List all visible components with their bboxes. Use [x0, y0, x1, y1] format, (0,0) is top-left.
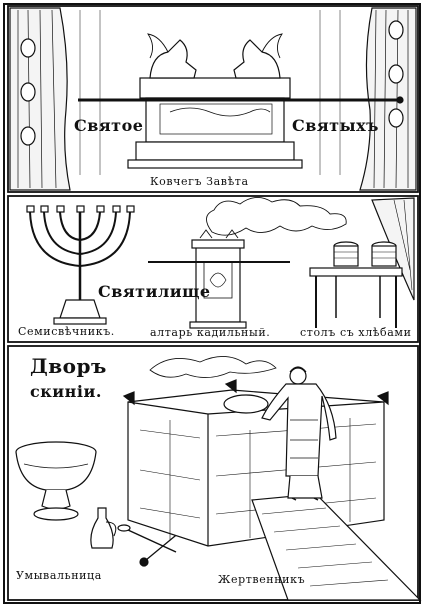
incense-altar-icon [148, 197, 347, 329]
smoke-icon [149, 356, 277, 378]
middle-caption-center: алтарь кадильный. [150, 326, 271, 339]
middle-caption-right: столъ съ хлѣбами [300, 326, 412, 339]
top-word-right: Святыхъ [292, 116, 379, 135]
laver-basin-icon [15, 441, 97, 521]
left-curtain-icon [9, 7, 71, 191]
ark-of-covenant-icon [78, 33, 404, 169]
panel-middle-art [7, 195, 419, 343]
menorah-icon [26, 205, 135, 325]
middle-title: Святилище [98, 282, 211, 301]
outer-frame [3, 3, 421, 604]
bottom-caption-left: Умывальница [16, 569, 102, 582]
top-caption: Ковчегъ Завѣта [150, 175, 249, 188]
showbread-table-icon [309, 241, 403, 328]
middle-caption-left: Семисвѣчникъ. [18, 325, 115, 338]
panel-top-art [7, 5, 419, 193]
burnt-offering-altar-icon [122, 366, 422, 601]
jug-icon [90, 507, 117, 549]
bottom-caption-right: Жертвенникъ [218, 573, 306, 586]
right-curtain-icon [359, 7, 417, 191]
panel-bottom-art [7, 345, 422, 601]
bottom-title-line2: скиніи. [30, 382, 102, 401]
top-word-left: Святое [74, 116, 144, 135]
bottom-title-line1: Дворъ [30, 354, 107, 378]
